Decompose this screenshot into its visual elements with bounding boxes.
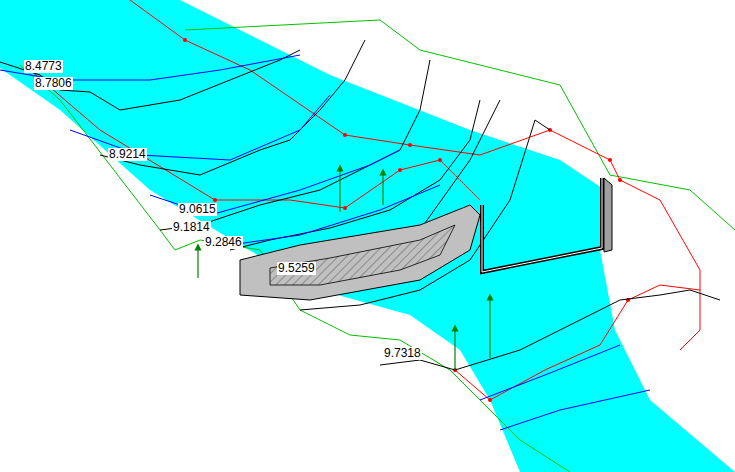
station-label: 9.1814 bbox=[172, 221, 211, 234]
station-label: 8.7806 bbox=[34, 77, 73, 90]
station-label: 8.9214 bbox=[108, 148, 147, 161]
station-label: 8.4773 bbox=[24, 60, 63, 73]
station-label: 9.0615 bbox=[178, 203, 217, 216]
station-label: 9.2846 bbox=[204, 236, 243, 249]
station-label: 9.5259 bbox=[277, 262, 316, 275]
station-label: 9.7318 bbox=[383, 347, 422, 360]
